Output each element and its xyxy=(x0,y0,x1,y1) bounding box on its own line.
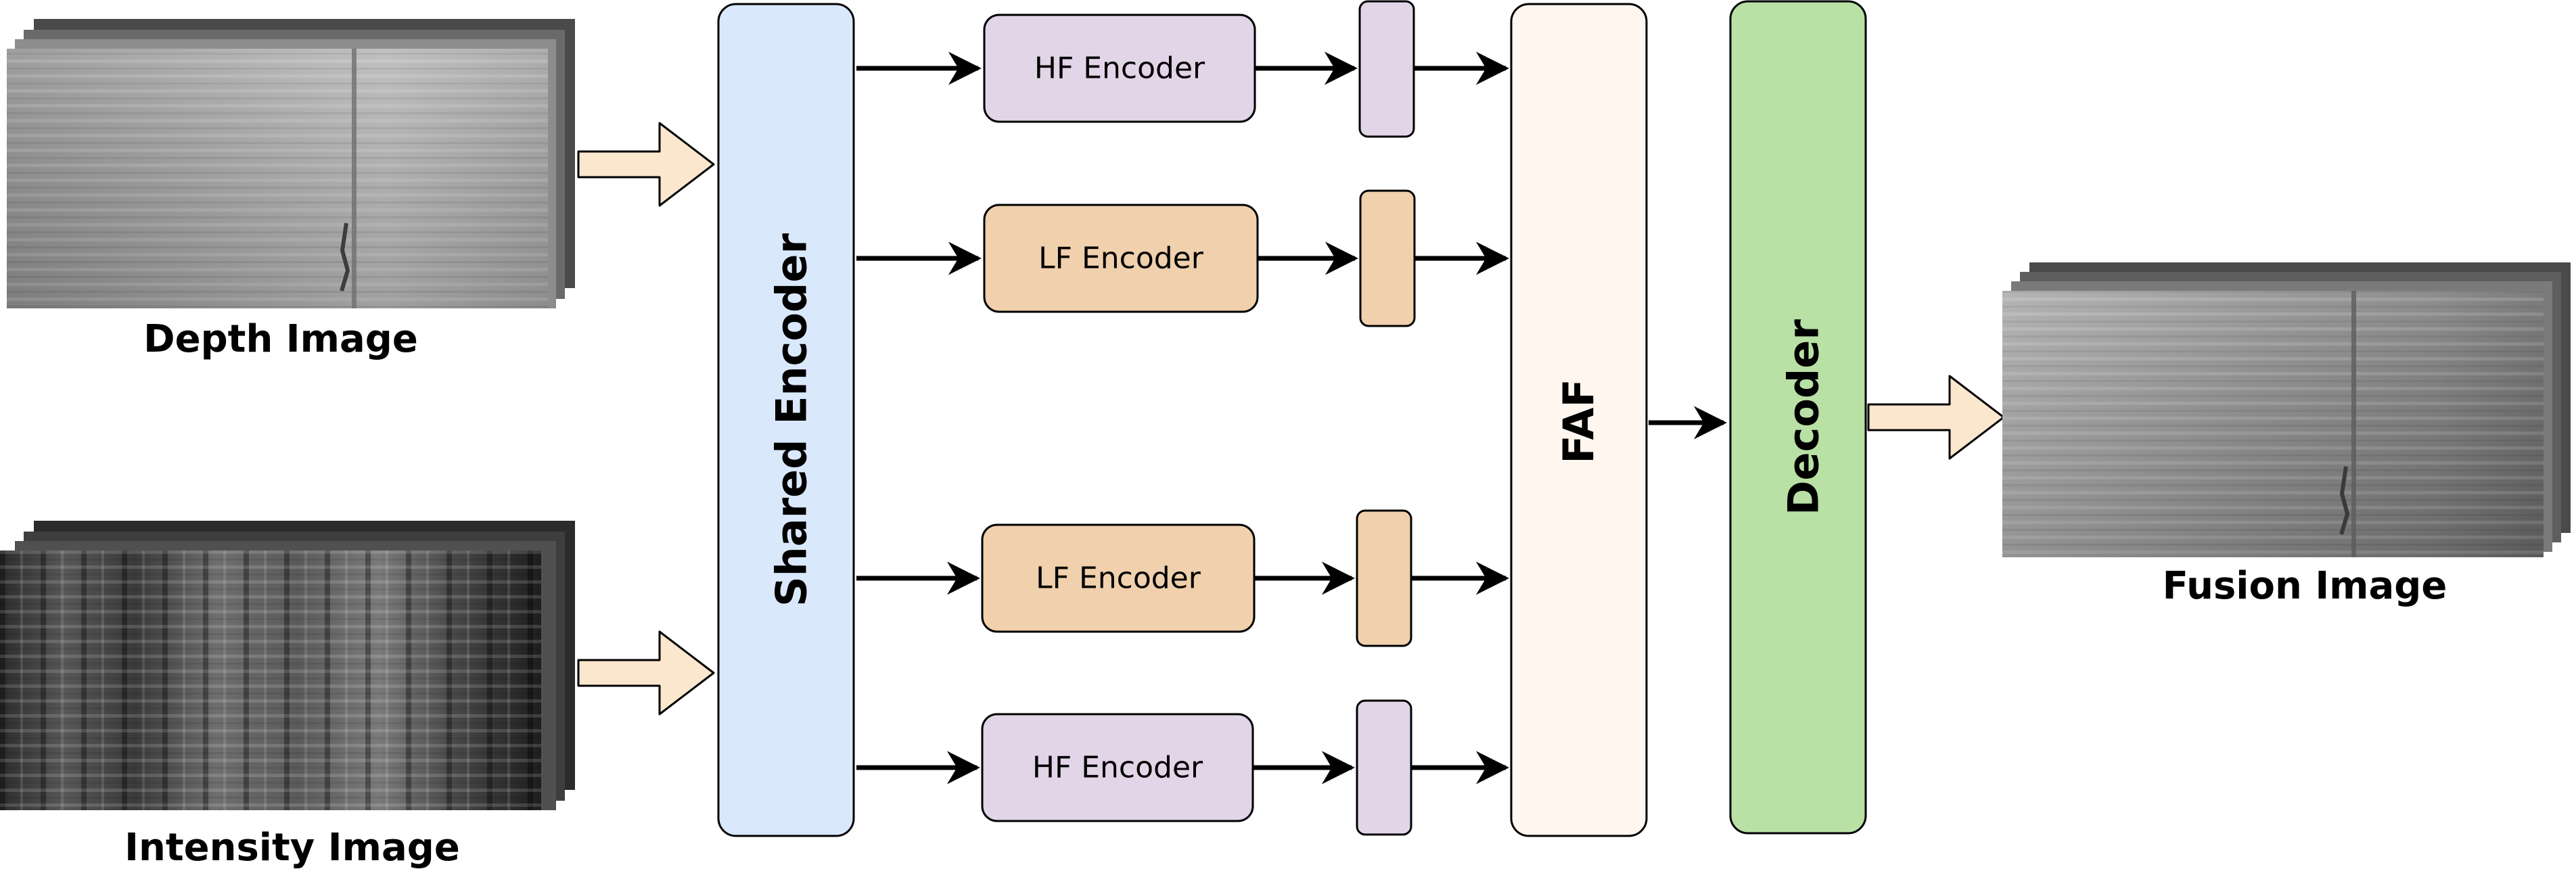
output-arrow xyxy=(1867,375,2005,460)
lf-feature-upper xyxy=(1359,189,1416,327)
hf-feature-bottom xyxy=(1356,699,1412,836)
shared-to-encoder-arrows xyxy=(856,51,982,784)
depth-image-front xyxy=(7,49,548,308)
lf-encoder-lower: LF Encoder xyxy=(981,523,1256,633)
fusion-image-stack xyxy=(2002,262,2571,557)
lf-feature-lower xyxy=(1356,509,1412,647)
intensity-image-caption: Intensity Image xyxy=(124,826,460,870)
depth-input-arrow xyxy=(577,122,715,207)
hf-encoder-bottom: HF Encoder xyxy=(981,713,1254,822)
decoder-block: Decoder xyxy=(1729,0,1867,835)
shared-encoder-label: Shared Encoder xyxy=(767,233,816,607)
shared-encoder-block: Shared Encoder xyxy=(717,3,855,837)
fusion-image-front xyxy=(2002,291,2544,557)
lf-encoder-upper: LF Encoder xyxy=(983,204,1259,313)
lf-encoder-lower-label: LF Encoder xyxy=(1036,561,1201,596)
depth-image-caption: Depth Image xyxy=(143,317,418,361)
hf-encoder-top-label: HF Encoder xyxy=(1034,51,1205,86)
feature-to-faf-arrows xyxy=(1411,51,1509,784)
intensity-input-arrow xyxy=(577,630,715,716)
depth-image-stack xyxy=(7,19,575,308)
intensity-image-front xyxy=(0,551,541,810)
decoder-label: Decoder xyxy=(1779,319,1828,515)
hf-encoder-bottom-label: HF Encoder xyxy=(1032,751,1203,785)
lf-encoder-upper-label: LF Encoder xyxy=(1038,241,1204,276)
hf-encoder-top: HF Encoder xyxy=(983,14,1256,123)
fusion-image-caption: Fusion Image xyxy=(2163,564,2447,608)
faf-block: FAF xyxy=(1510,3,1648,837)
faf-label: FAF xyxy=(1555,379,1604,464)
intensity-image-stack xyxy=(0,521,575,810)
hf-feature-top xyxy=(1358,0,1415,138)
encoder-to-feature-arrows xyxy=(1253,51,1358,784)
